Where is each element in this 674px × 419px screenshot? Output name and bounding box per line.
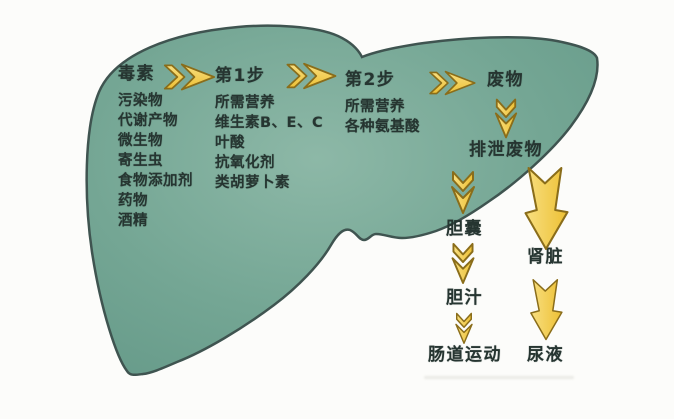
flow-arrow-down-icon [451,171,475,214]
flow-arrow-right-icon [429,70,476,96]
toxin-item: 酒精 [118,213,148,229]
flow-arrow-down-icon [455,312,473,344]
step1-item: 维生素B、E、C [215,115,324,131]
bile-label: 胆汁 [446,288,483,308]
excrete-waste-label: 排泄废物 [469,140,543,160]
urine-label: 尿液 [527,345,564,365]
flow-arrow-down-icon [494,98,518,139]
step1-header: 第1步 [215,66,266,86]
toxin-item: 微生物 [118,133,163,149]
waste-label: 废物 [487,70,524,90]
toxins-list: 毒素 污染物 代谢产物 微生物 寄生虫 食物添加剂 药物 酒精 [118,64,193,231]
kidney-label: 肾脏 [527,247,564,267]
toxin-item: 药物 [118,193,148,209]
toxin-item: 代谢产物 [118,113,178,129]
gallbladder-label: 胆囊 [446,219,483,239]
step1-item: 所需营养 [215,95,275,111]
toxin-item: 食物添加剂 [118,173,193,189]
step2-item: 各种氨基酸 [345,119,420,135]
toxin-item: 寄生虫 [118,153,163,169]
flow-arrow-down-icon [451,242,475,284]
toxin-item: 污染物 [118,93,163,109]
step1-item: 类胡萝卜素 [215,175,290,191]
intestinal-movement-label: 肠道运动 [428,345,502,365]
step2-header: 第2步 [345,70,396,90]
flow-arrow-right-icon [286,62,337,90]
step1-list: 第1步 所需营养 维生素B、E、C 叶酸 抗氧化剂 类胡萝卜素 [215,66,323,193]
step1-item: 抗氧化剂 [215,155,275,171]
step2-item: 所需营养 [345,99,405,115]
flow-arrow-right-icon [163,63,215,91]
step2-list: 第2步 所需营养 各种氨基酸 [345,70,420,137]
flow-arrow-down-big-icon [524,167,569,250]
toxins-header: 毒素 [118,64,155,84]
flow-arrow-down-big-icon [530,279,563,341]
step1-item: 叶酸 [215,135,245,151]
faint-underline [424,376,574,379]
